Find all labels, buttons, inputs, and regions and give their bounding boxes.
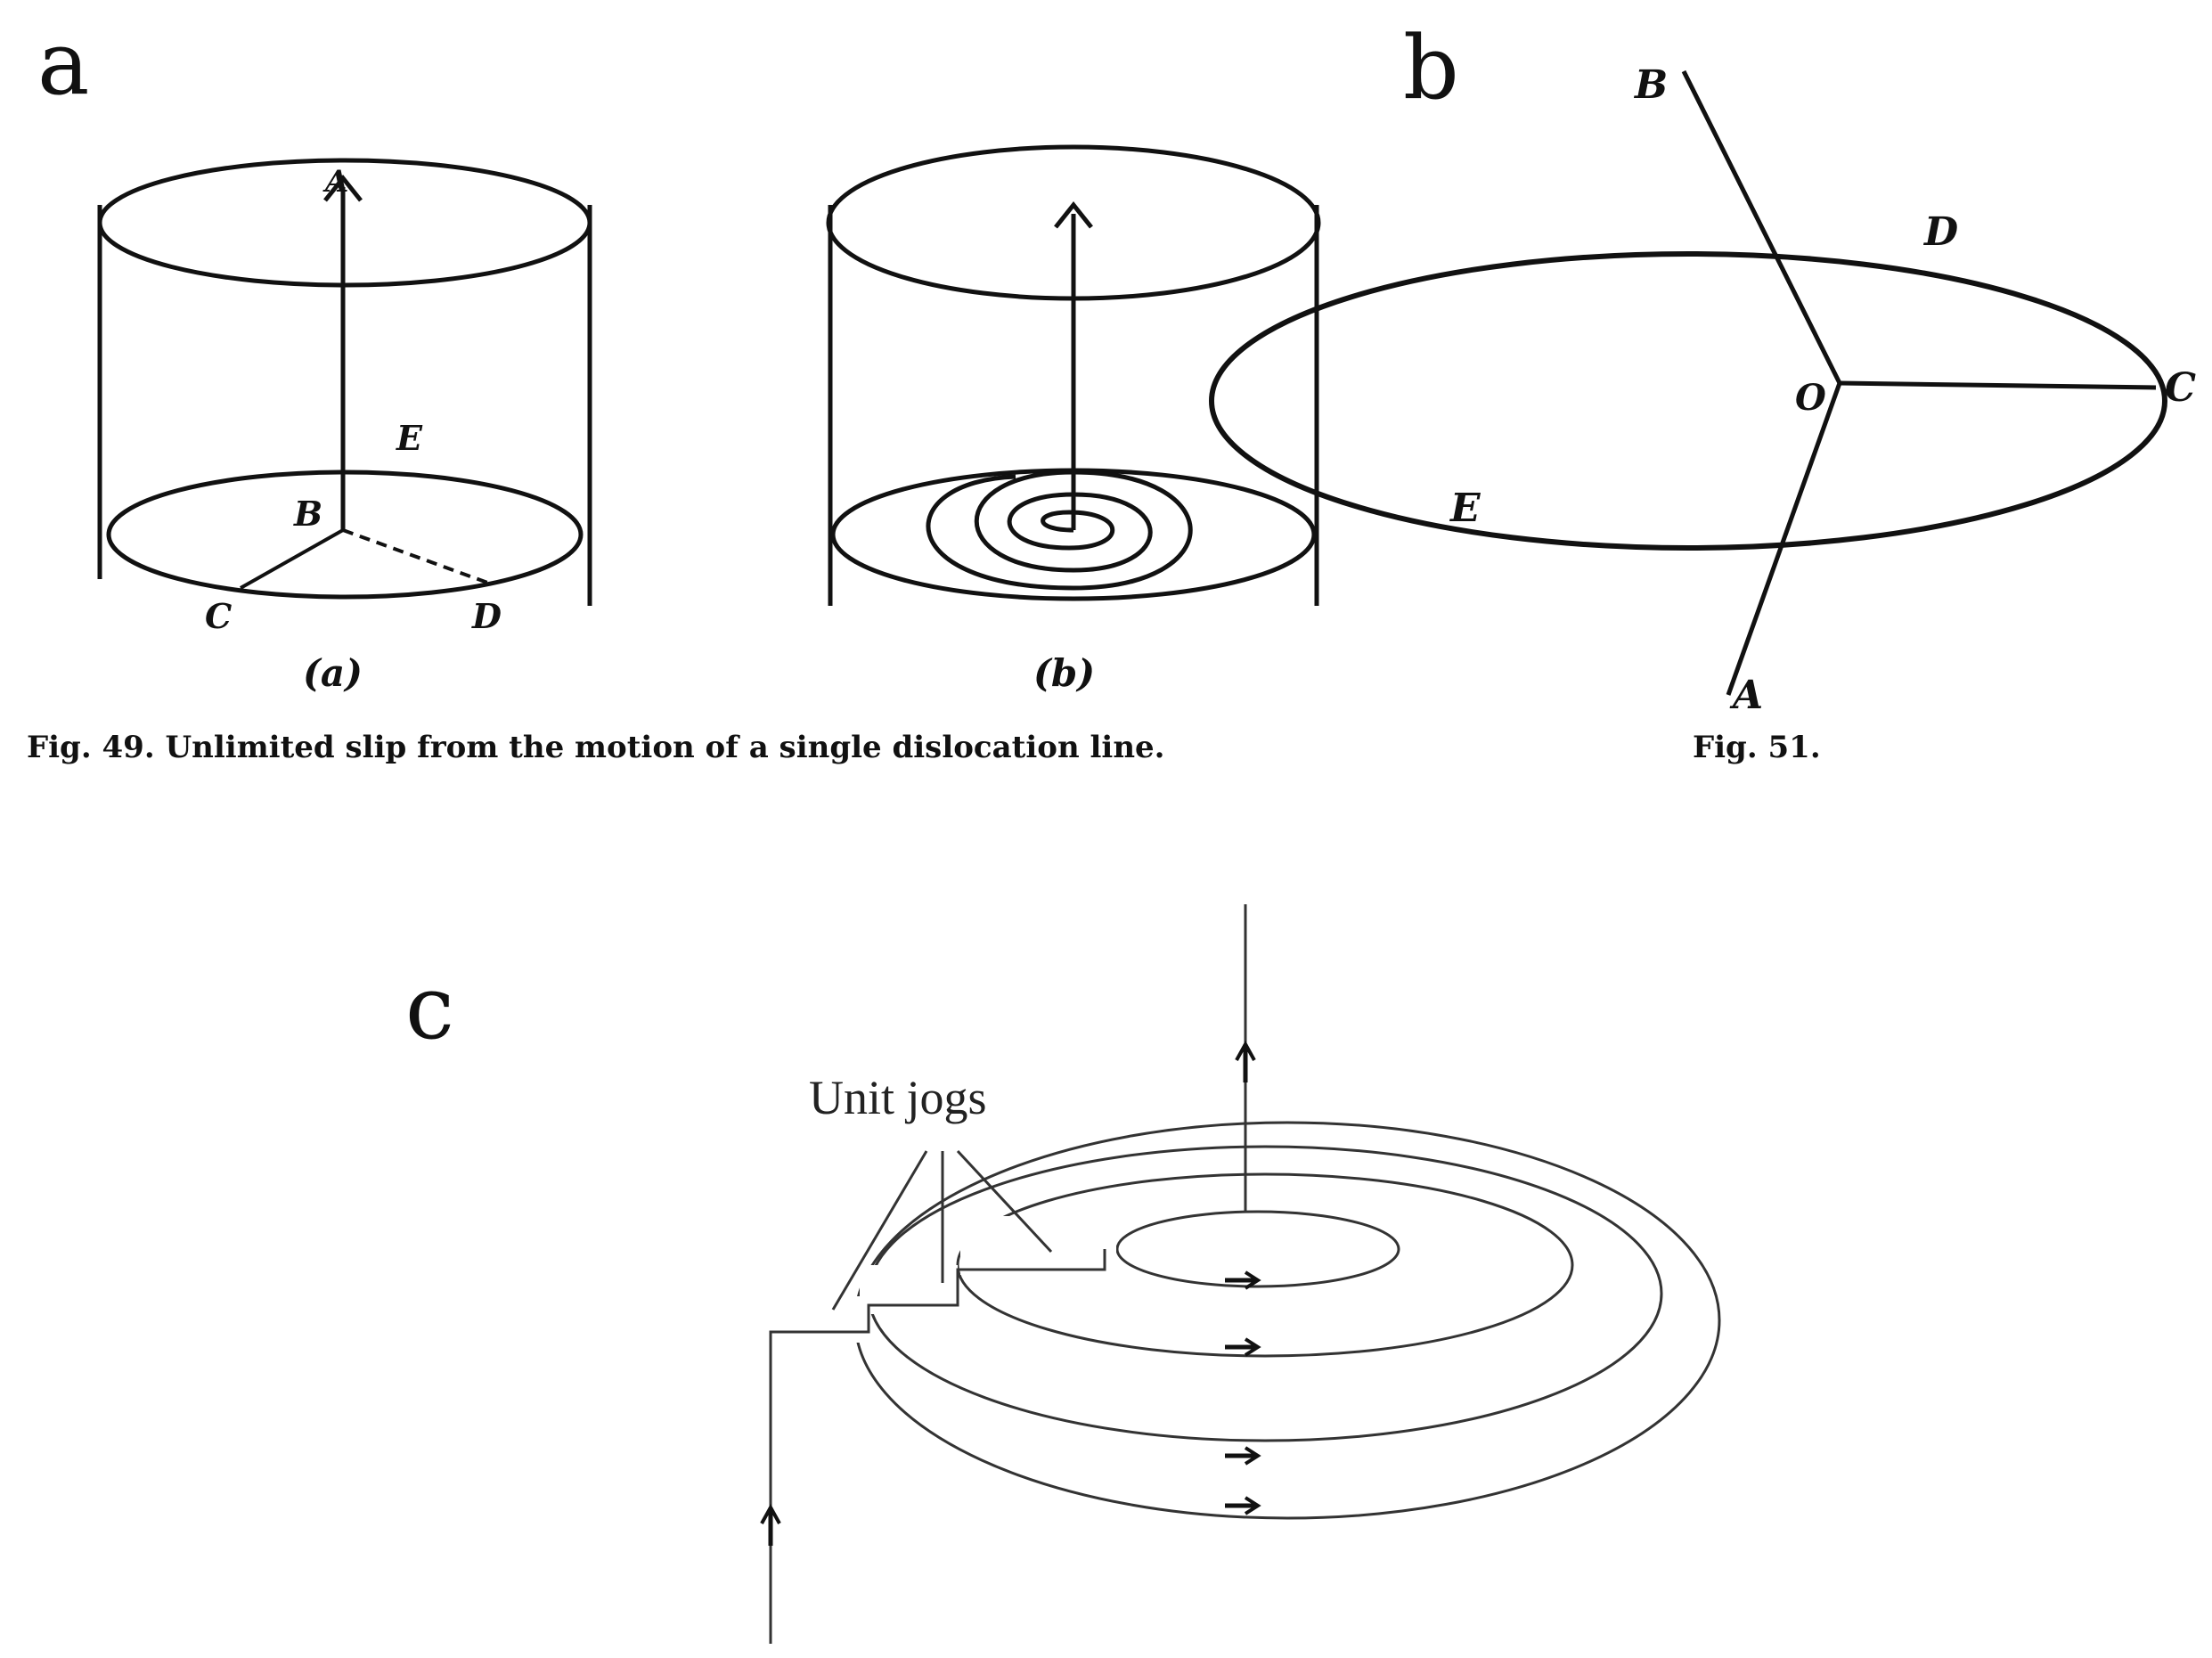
loop-3 — [867, 1145, 1663, 1442]
jog-staircase — [769, 1249, 1106, 1345]
caption-fig49: Fig. 49. Unlimited slip from the motion … — [27, 730, 1165, 765]
panel-c: c — [405, 904, 1721, 1644]
line-ob — [1681, 69, 1842, 385]
spiral-dislocation — [926, 470, 1193, 591]
loop-arrow-2 — [1225, 1337, 1261, 1357]
unit-jogs-label: Unit jogs — [809, 1071, 987, 1124]
panel-c-letter: c — [405, 958, 454, 1059]
line-bc — [240, 528, 344, 590]
panel-b: b B D O C E A Fig. 51. — [1209, 18, 2196, 765]
sublabel-b: (b) — [1033, 651, 1095, 695]
label-b-B: B — [1633, 62, 1668, 108]
label-b-E: E — [1449, 486, 1481, 531]
panel-b-ellipse — [1209, 251, 2167, 551]
line-oa — [1726, 382, 1842, 696]
caption-fig51: Fig. 51. — [1693, 730, 1821, 765]
panel-b-letter: b — [1403, 18, 1459, 119]
label-b-D: D — [1922, 209, 1958, 255]
arrowhead-a — [323, 174, 363, 202]
leader-line-3 — [956, 1149, 1053, 1254]
jog-mask-3 — [766, 1296, 864, 1343]
jog-mask-1 — [960, 1216, 1116, 1275]
loop-1 — [1115, 1210, 1400, 1288]
label-a-B: B — [293, 494, 322, 534]
arrowhead-b — [1054, 200, 1093, 229]
label-b-O: O — [1795, 377, 1826, 419]
label-a-E: E — [396, 418, 423, 458]
label-b-C: C — [2165, 365, 2196, 411]
label-a-A: A — [322, 164, 348, 200]
label-b-A: A — [1729, 673, 1763, 718]
loop-arrow-4 — [1225, 1496, 1261, 1515]
leader-line-1 — [831, 1150, 928, 1311]
loop-arrow-1 — [1225, 1270, 1261, 1290]
cylinder-b: (b) — [826, 144, 1321, 695]
sublabel-a: (a) — [303, 651, 363, 695]
panel-a-letter: a — [37, 13, 89, 115]
label-a-D: D — [471, 596, 502, 636]
loop-arrow-3 — [1225, 1446, 1261, 1466]
cylinder-a: A B C D E (a) — [97, 158, 592, 695]
panel-a: a A B C D E (a) (b) — [27, 13, 1321, 765]
label-a-C: C — [205, 596, 232, 636]
line-bd-dashed — [342, 528, 491, 585]
line-oc — [1839, 380, 2157, 390]
